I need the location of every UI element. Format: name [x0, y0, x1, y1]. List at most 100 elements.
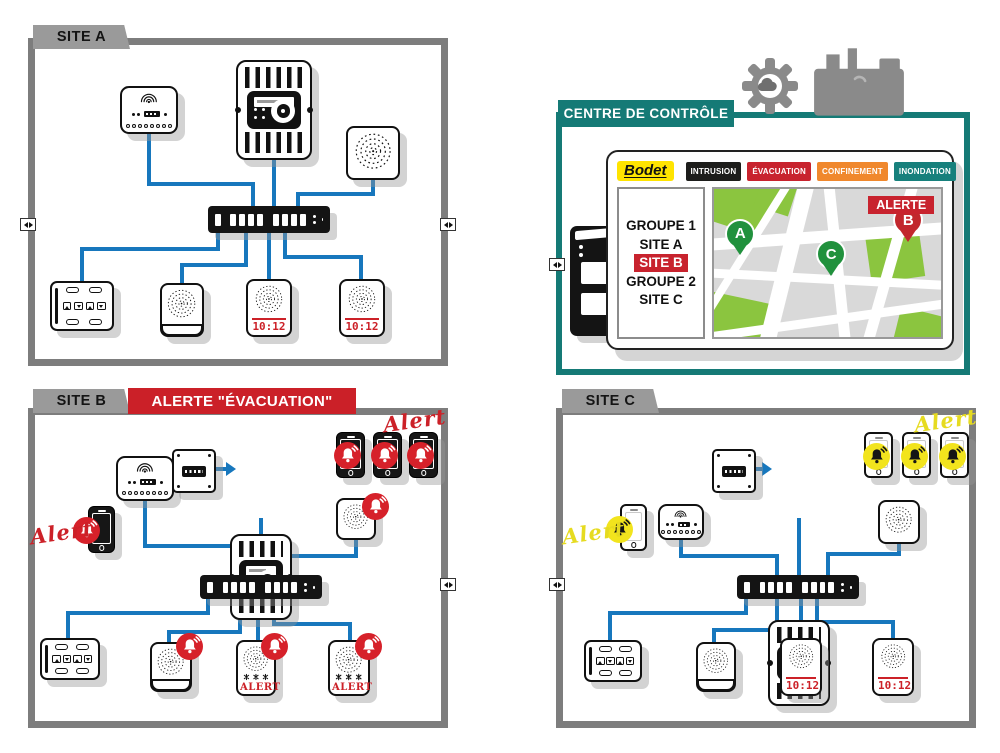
alert-bell-badge [355, 633, 382, 660]
alert-trigger-box [712, 449, 756, 493]
ip-speaker-alert: ALERT [328, 633, 382, 696]
radio-transmitter [120, 86, 178, 134]
group-list-item-selected[interactable]: SITE B [634, 254, 688, 272]
group-list-item[interactable]: SITE A [639, 236, 683, 252]
alert-bell-badge [863, 443, 890, 470]
speaker-clock-display: 10:12 [252, 318, 286, 333]
antenna-waves-icon [137, 463, 153, 473]
alert-button-confinement[interactable]: CONFINEMENT [817, 161, 888, 181]
smartphone [73, 506, 115, 553]
ip-speaker-alert: ALERT [236, 633, 288, 696]
intercom-phone [50, 281, 114, 331]
speaker-cone-icon [348, 285, 376, 313]
alert-trigger-box [172, 449, 216, 493]
smartphone [606, 504, 647, 551]
ip-speaker-clock: 10:12 [246, 279, 292, 337]
ip-speaker [878, 500, 920, 544]
network-switch [737, 575, 859, 599]
speaker-base [161, 324, 203, 336]
software-screen: Bodet INTRUSION ÉVACUATION CONFINEMENT I… [617, 161, 956, 339]
trigger-box-display [722, 465, 746, 477]
intercom-phone [40, 638, 100, 680]
speaker-base [151, 679, 191, 691]
site-a-tab: SITE A [33, 25, 130, 49]
speaker-cone-icon [168, 289, 196, 318]
speaker-cone-icon [886, 506, 912, 533]
building-icon [814, 48, 904, 116]
transmitter-vents [661, 529, 701, 534]
alert-bell-badge [606, 516, 633, 543]
ip-speaker-wall [696, 642, 736, 692]
network-switch [200, 575, 322, 599]
ip-speaker-clock: 10:12 [339, 279, 385, 337]
network-link-connector [549, 578, 565, 591]
control-center-label: CENTRE DE CONTRÔLE [558, 100, 734, 127]
ip-speaker-wall [150, 633, 203, 692]
network-link-connector [549, 258, 565, 271]
alert-bell-badge [261, 633, 288, 660]
smartphone [901, 432, 931, 478]
ip-speaker [346, 126, 400, 180]
alert-bell-badge [901, 443, 928, 470]
alarm-burst-icon [243, 673, 269, 681]
intercom-phone [584, 640, 642, 682]
network-link-connector [440, 218, 456, 231]
site-b-tab: SITE B [33, 389, 130, 413]
network-link-connector [440, 578, 456, 591]
speaker-cone-icon [355, 133, 391, 169]
radio-transmitter [116, 456, 174, 501]
evacuation-alert-banner: ALERTE "ÉVACUATION" [128, 388, 356, 414]
transmitter-vents [122, 491, 168, 495]
alert-bell-badge [371, 442, 398, 469]
smartphone [863, 432, 893, 478]
antenna-waves-icon [141, 93, 157, 104]
speaker-cone-icon [158, 648, 184, 675]
map-pin-site-a[interactable]: A [725, 218, 756, 249]
navigation-pad [271, 99, 296, 123]
gear-icon [742, 58, 798, 114]
speaker-clock-display: 10:12 [345, 318, 379, 333]
alert-bell-badge [334, 442, 361, 469]
control-panel [246, 91, 302, 129]
unit-buttons [253, 108, 267, 120]
alert-bell-badge [73, 517, 100, 544]
site-group-list: GROUPE 1 SITE A SITE B GROUPE 2 SITE C [617, 187, 705, 339]
network-link-connector [20, 218, 36, 231]
ip-speaker-clock: 10:12 [780, 638, 822, 696]
speaker-clock-display: 10:12 [786, 677, 820, 692]
alert-button-evacuation[interactable]: ÉVACUATION [747, 161, 812, 181]
map-alert-tag: ALERTE [868, 196, 935, 215]
alert-bell-badge [407, 442, 434, 469]
alert-button-inondation[interactable]: INONDATION [893, 161, 956, 181]
antenna-waves-icon [675, 510, 687, 518]
smartphone [939, 432, 969, 478]
alert-bell-badge [939, 443, 966, 470]
transmitter-display [665, 521, 697, 527]
bodet-logo: Bodet [617, 161, 674, 181]
group-list-item[interactable]: GROUPE 1 [626, 218, 696, 234]
alert-bell-badge [176, 633, 203, 660]
site-c-tab: SITE C [562, 389, 659, 413]
smartphone [371, 432, 402, 478]
transmitter-vents [126, 123, 172, 128]
map-pin-site-c[interactable]: C [816, 239, 847, 270]
supervision-monitor: Bodet INTRUSION ÉVACUATION CONFINEMENT I… [606, 150, 956, 350]
radio-transmitter [658, 504, 704, 540]
transmitter-display [127, 479, 163, 486]
trigger-box-display [182, 465, 206, 477]
smartphone [334, 432, 365, 478]
ip-speaker-clock: 10:12 [872, 638, 914, 696]
ip-speaker-wall [160, 283, 204, 337]
speaker-clock-display: 10:12 [878, 677, 912, 692]
speaker-cone-icon [703, 648, 729, 673]
ip-speaker [336, 493, 389, 540]
smartphone [407, 432, 438, 478]
group-list-item[interactable]: GROUPE 2 [626, 273, 696, 289]
transmitter-display [131, 111, 167, 118]
alert-bell-badge [362, 493, 389, 520]
speaker-cone-icon [336, 646, 362, 673]
alert-button-intrusion[interactable]: INTRUSION [685, 161, 742, 181]
speaker-base [697, 679, 735, 691]
group-list-item[interactable]: SITE C [639, 292, 683, 308]
